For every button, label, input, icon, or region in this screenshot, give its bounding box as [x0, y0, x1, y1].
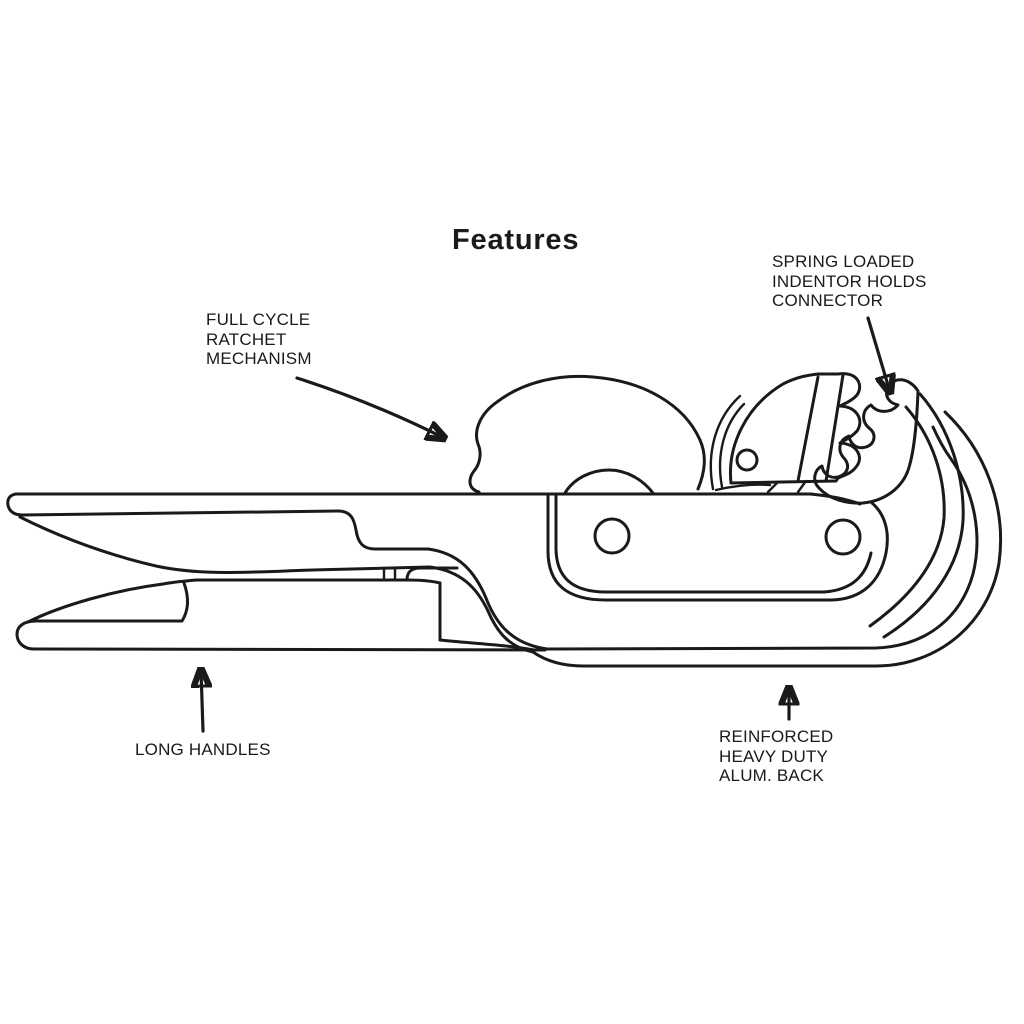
arrow-spring-loaded-indentor [866, 316, 890, 392]
jaw-bar-end [405, 566, 459, 582]
connector-profile [813, 378, 920, 505]
label-full-cycle-ratchet: FULL CYCLE RATCHET MECHANISM [206, 310, 312, 369]
back-inner-rim [426, 425, 979, 651]
pivot-boss-arc-outer [709, 394, 742, 491]
ratchet-hump-outline [468, 374, 706, 494]
pivot-boss-arc-inner [718, 402, 746, 489]
callout-arrows [201, 316, 890, 733]
pivot-hole-right [824, 518, 862, 556]
label-line: SPRING LOADED [772, 252, 915, 271]
pivot-base-line [714, 483, 772, 492]
lower-handle-top-edge [195, 578, 442, 585]
plate-outline-outer [546, 492, 889, 602]
pivot-assembly [709, 394, 808, 494]
lower-handle-grip-step [180, 581, 189, 623]
arrow-long-handles [201, 670, 203, 733]
upper-handle-left-cap [6, 492, 24, 517]
label-line: INDENTOR HOLDS [772, 271, 927, 291]
indentor-lever-edge [796, 375, 820, 483]
upper-handle-grip-line [20, 509, 430, 551]
pivot-hole-left [593, 517, 631, 555]
upper-handle [6, 492, 814, 574]
plate-outline-inner [554, 492, 873, 594]
lower-handle-grip-hump [26, 578, 199, 624]
label-line: REINFORCED [719, 727, 834, 746]
lower-handle-bottom-edge [32, 647, 547, 652]
label-line: LONG HANDLES [135, 740, 271, 759]
label-long-handles: LONG HANDLES [135, 740, 271, 760]
label-line: MECHANISM [206, 349, 312, 368]
pivot-pin-hole [735, 448, 759, 472]
support-band-inner [868, 405, 946, 628]
support-band [868, 392, 965, 639]
arrow-full-cycle-ratchet [295, 376, 444, 438]
inner-plate [546, 492, 889, 602]
label-reinforced-alum-back: REINFORCED HEAVY DUTY ALUM. BACK [719, 727, 833, 786]
support-band-outer [882, 392, 965, 639]
connector-wavy-outline [813, 378, 920, 505]
ratchet-inner-hill [563, 468, 655, 495]
lower-handle-left-cap [15, 619, 38, 651]
label-spring-loaded-indentor: SPRING LOADED INDENTOR HOLDS CONNECTOR [772, 252, 927, 311]
back-outer-rim [531, 410, 1003, 668]
label-line: HEAVY DUTY [719, 746, 829, 766]
base-hatch-tick [766, 481, 779, 494]
indentor-fan-and-teeth [728, 372, 862, 485]
label-line: RATCHET [206, 329, 287, 349]
label-line: CONNECTOR [772, 291, 884, 310]
ratchet-hump [468, 374, 706, 495]
label-line: ALUM. BACK [719, 766, 824, 785]
aluminum-back [426, 410, 1003, 668]
upper-handle-bottom-taper [18, 515, 432, 574]
indentor-lever-edge [824, 373, 845, 483]
figure-title: Features [452, 224, 580, 256]
back-left-sweep-outer [428, 565, 535, 654]
spring-loaded-indentor [728, 372, 862, 485]
label-line: FULL CYCLE [206, 310, 311, 329]
